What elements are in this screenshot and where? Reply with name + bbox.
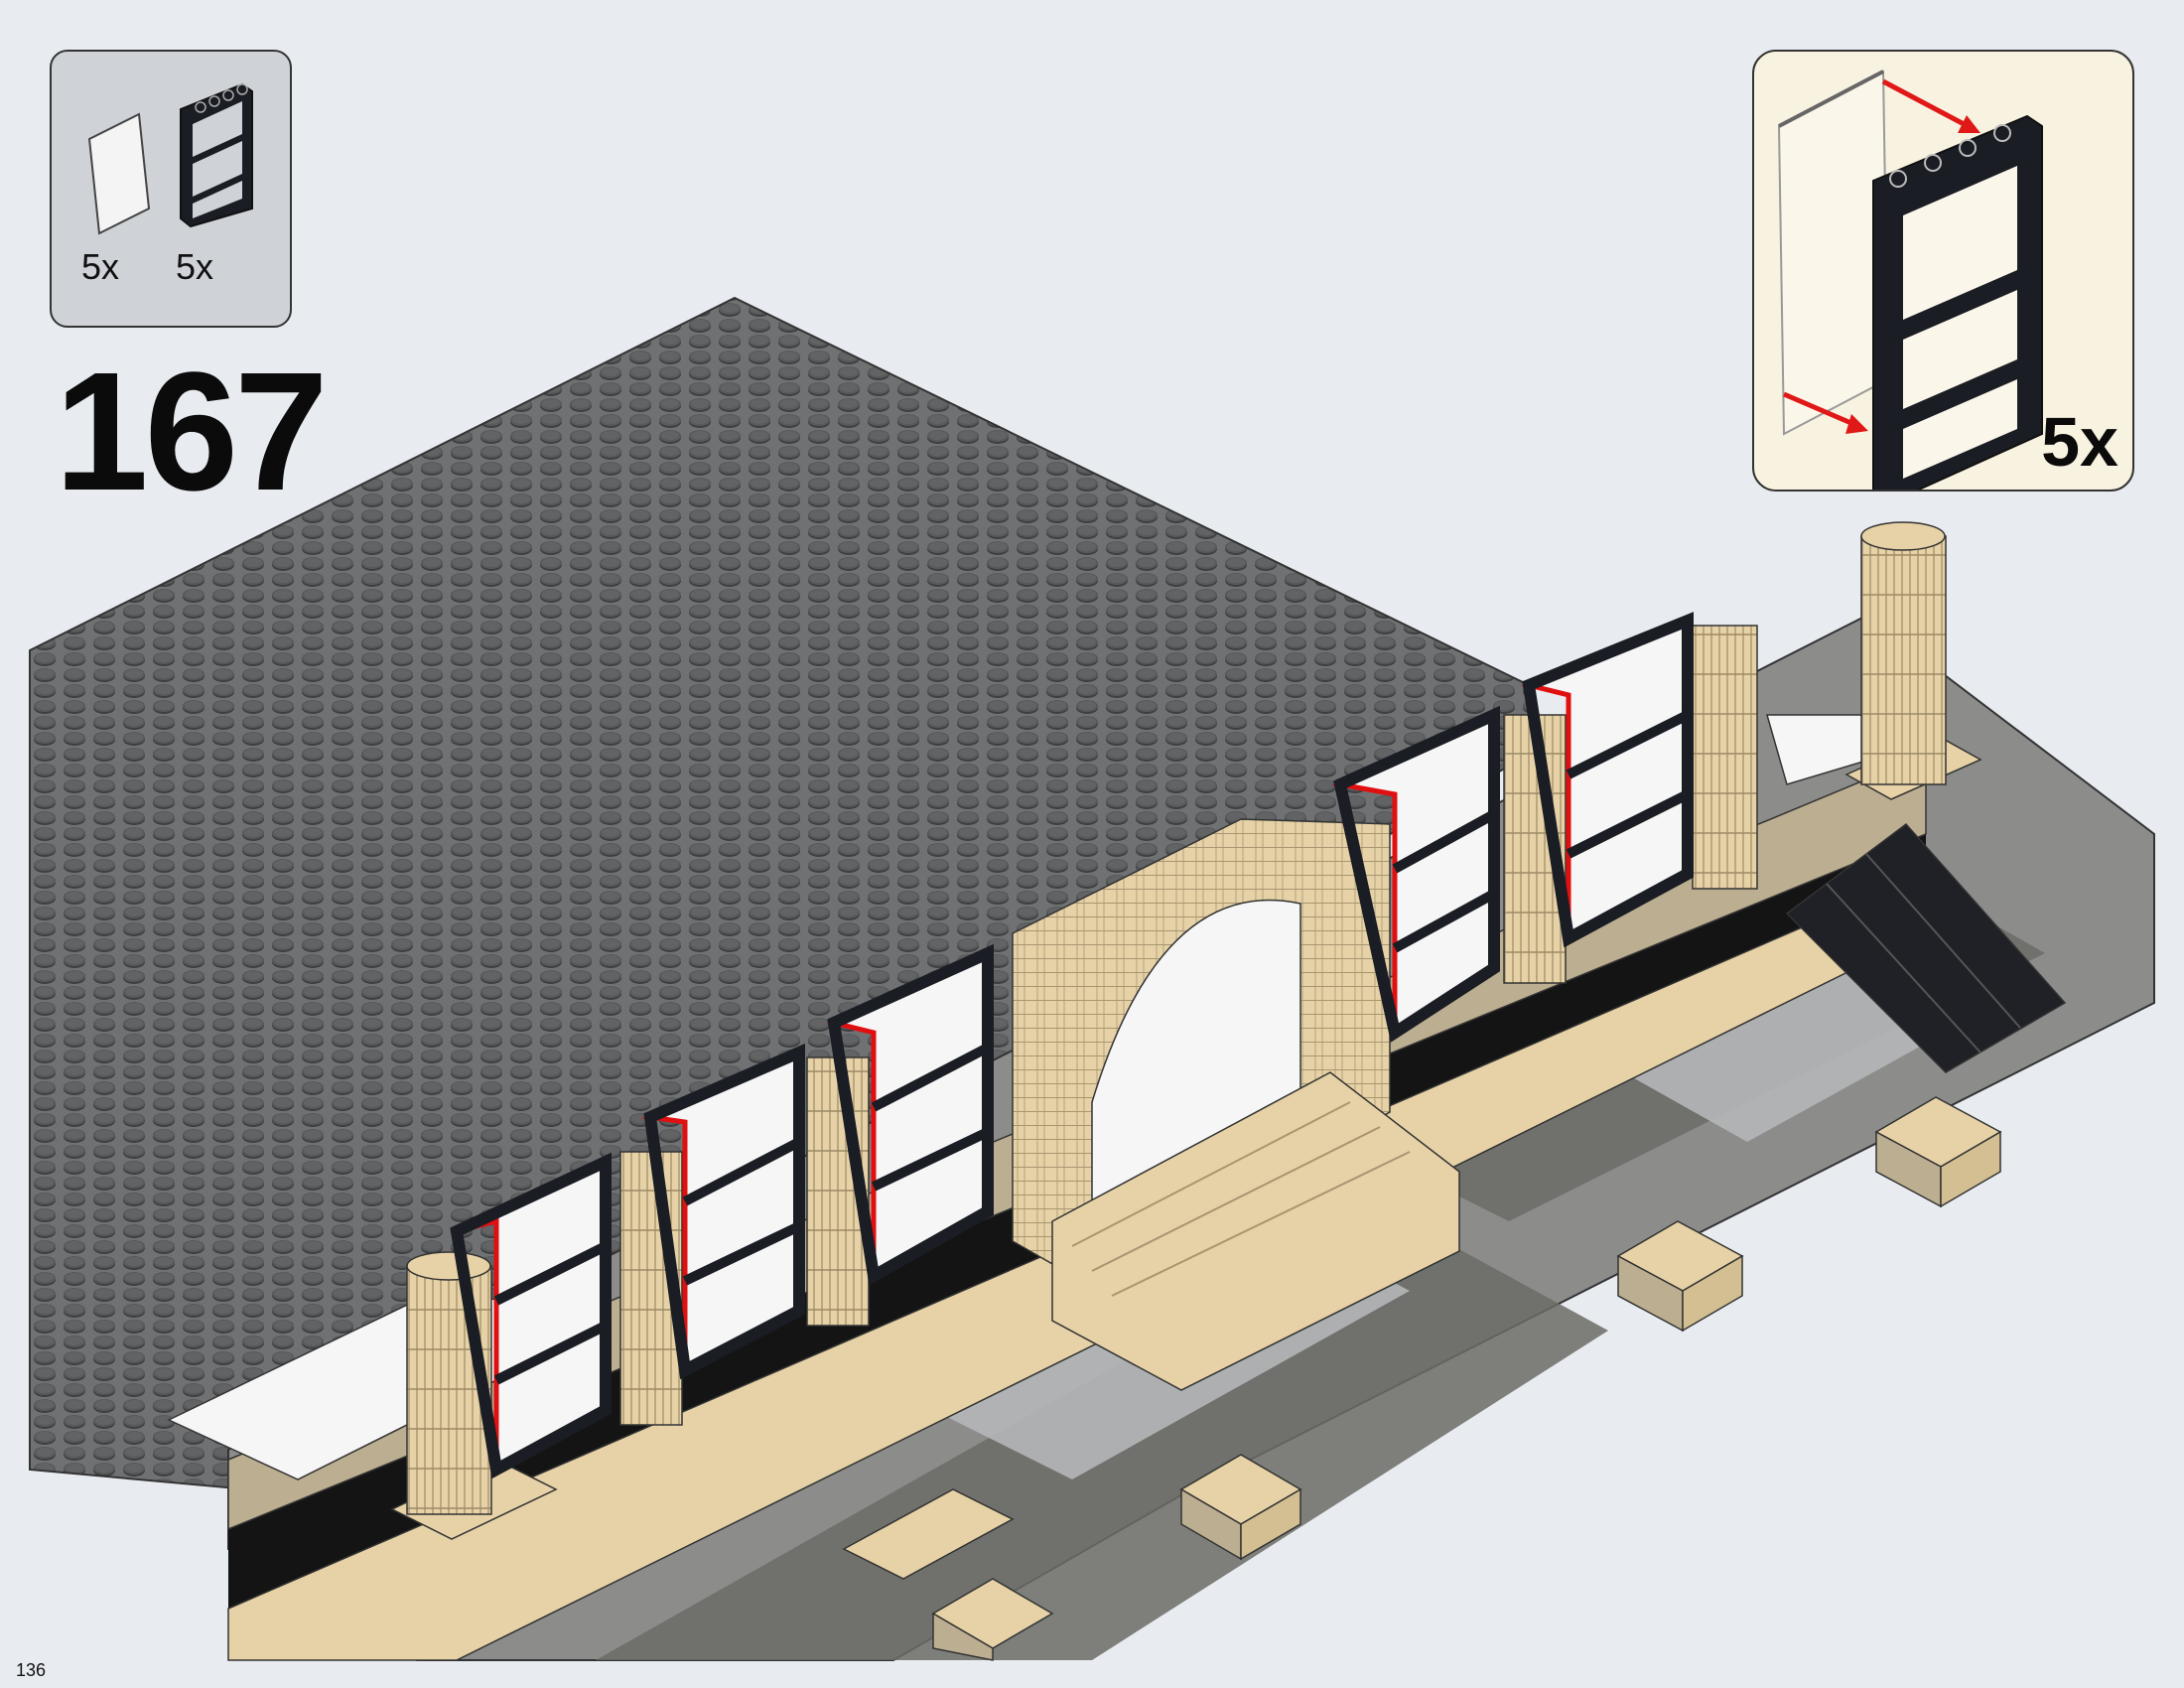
window-frame-icon bbox=[180, 82, 253, 228]
glass-pane-count: 5x bbox=[81, 246, 120, 287]
glass-pane-icon bbox=[1777, 70, 1890, 436]
parts-list: 5x 5x bbox=[50, 50, 292, 328]
callout-multiplier: 5x bbox=[2041, 403, 2118, 481]
subassembly-illustration bbox=[1777, 70, 2043, 490]
arch-entrance bbox=[1012, 818, 1460, 1391]
page-number: 136 bbox=[16, 1660, 47, 1680]
glass-pane-icon bbox=[87, 112, 151, 235]
step-number: 167 bbox=[55, 338, 329, 526]
windows bbox=[450, 612, 1694, 1479]
red-arrow-icon bbox=[1783, 78, 1980, 434]
window-frame-icon bbox=[1872, 114, 2043, 490]
floor-bricks bbox=[842, 1096, 2002, 1661]
window-frame-count: 5x bbox=[176, 246, 214, 287]
subassembly-callout: 5x bbox=[1752, 50, 2134, 492]
